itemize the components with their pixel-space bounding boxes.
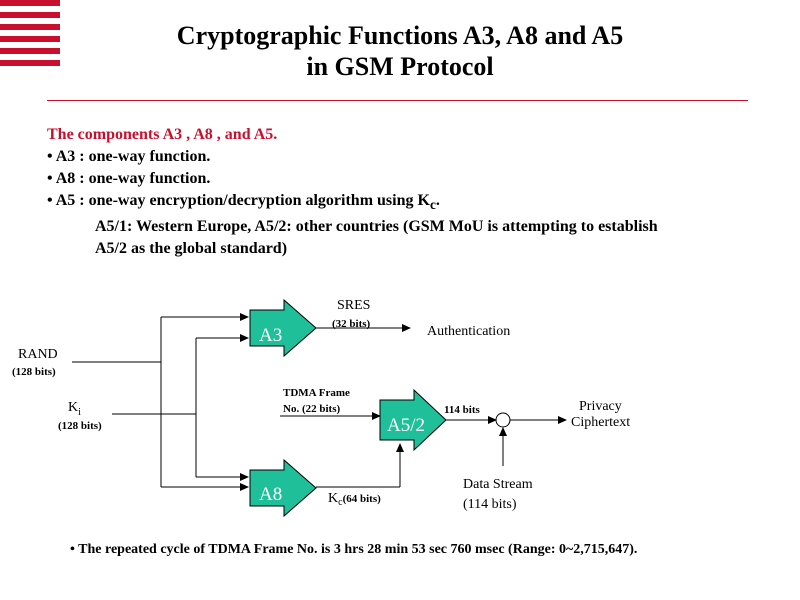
a5-description: • A5 : one-way encryption/decryption alg…: [47, 190, 767, 216]
a3-description: • A3 : one-way function.: [47, 148, 211, 165]
kc-sub: c: [338, 497, 343, 508]
components-list: The components A3 , A8 , and A5. • A3 : …: [47, 124, 767, 260]
datastream-label: Data Stream: [463, 477, 533, 492]
a8-label: A8: [259, 484, 282, 505]
tdma-label-2: No. (22 bits): [283, 403, 340, 415]
kc-label: Kc(64 bits): [328, 491, 381, 508]
kc-main: K: [328, 491, 338, 506]
authentication-label: Authentication: [427, 324, 510, 339]
a5-description-sub: c: [429, 197, 436, 213]
a3-block: [249, 298, 317, 358]
a5-variant-note-1: A5/1: Western Europe, A5/2: other countr…: [95, 218, 658, 236]
datastream-bits-label: (114 bits): [463, 497, 517, 512]
xor-circle: [495, 412, 511, 428]
a5-description-text: • A5 : one-way encryption/decryption alg…: [47, 192, 430, 209]
a52-label: A5/2: [387, 415, 425, 436]
kc-bits: (64 bits): [343, 493, 382, 505]
title-line-1: Cryptographic Functions A3, A8 and A5: [176, 21, 624, 50]
logo-stripes: [0, 0, 60, 72]
a5-variant-note-2: A5/2 as the global standard): [95, 240, 288, 258]
a3-label: A3: [259, 325, 282, 346]
rand-bits-label: (128 bits): [12, 366, 56, 378]
ki-sub: i: [78, 407, 81, 418]
title-divider: [47, 100, 748, 101]
tdma-cycle-footnote: • The repeated cycle of TDMA Frame No. i…: [70, 542, 638, 557]
ki-label: Ki: [68, 400, 81, 418]
title-line-2: in GSM Protocol: [306, 52, 494, 81]
ciphertext-label: Ciphertext: [571, 415, 630, 430]
a8-block: [249, 458, 317, 518]
a5-description-end: .: [435, 192, 440, 209]
components-heading: The components A3 , A8 , and A5.: [47, 126, 278, 143]
a8-description: • A8 : one-way function.: [47, 170, 211, 187]
tdma-label-1: TDMA Frame: [283, 387, 350, 399]
rand-label: RAND: [18, 347, 58, 362]
keystream-bits-label: 114 bits: [444, 404, 480, 416]
a52-block: [379, 388, 447, 452]
privacy-label: Privacy: [579, 399, 622, 414]
sres-label: SRES: [337, 298, 370, 313]
ki-main: K: [68, 400, 78, 415]
sres-bits-label: (32 bits): [332, 318, 371, 330]
ki-bits-label: (128 bits): [58, 420, 102, 432]
page-title: Cryptographic Functions A3, A8 and A5 in…: [0, 20, 800, 82]
